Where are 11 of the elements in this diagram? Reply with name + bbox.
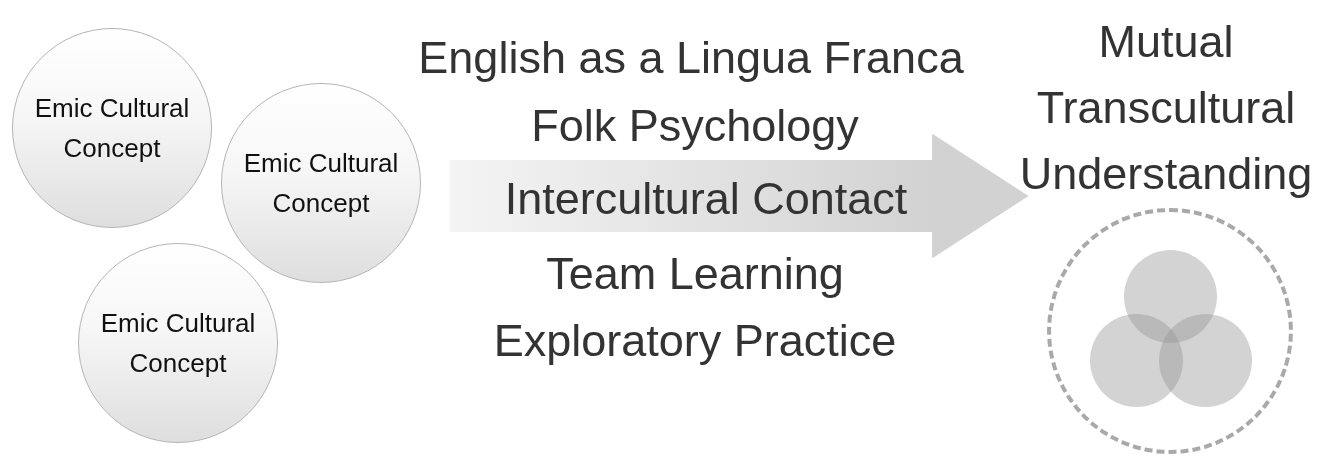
- node-text: Emic Cultural Concept: [33, 92, 191, 165]
- node-heading: Mutual Transcultural Understanding: [1019, 9, 1313, 207]
- edge-label: Intercultural Contact: [504, 173, 908, 225]
- node-text: Emic Cultural Concept: [242, 147, 400, 220]
- text-label: Exploratory Practice: [493, 315, 897, 367]
- text-label: English as a Lingua Franca: [418, 32, 964, 84]
- text-label: Folk Psychology: [531, 100, 859, 152]
- block-arrow: [449, 134, 1029, 258]
- dashed-circle: [1047, 208, 1293, 454]
- node-text: Emic Cultural Concept: [99, 307, 257, 380]
- text-label: Team Learning: [546, 248, 844, 300]
